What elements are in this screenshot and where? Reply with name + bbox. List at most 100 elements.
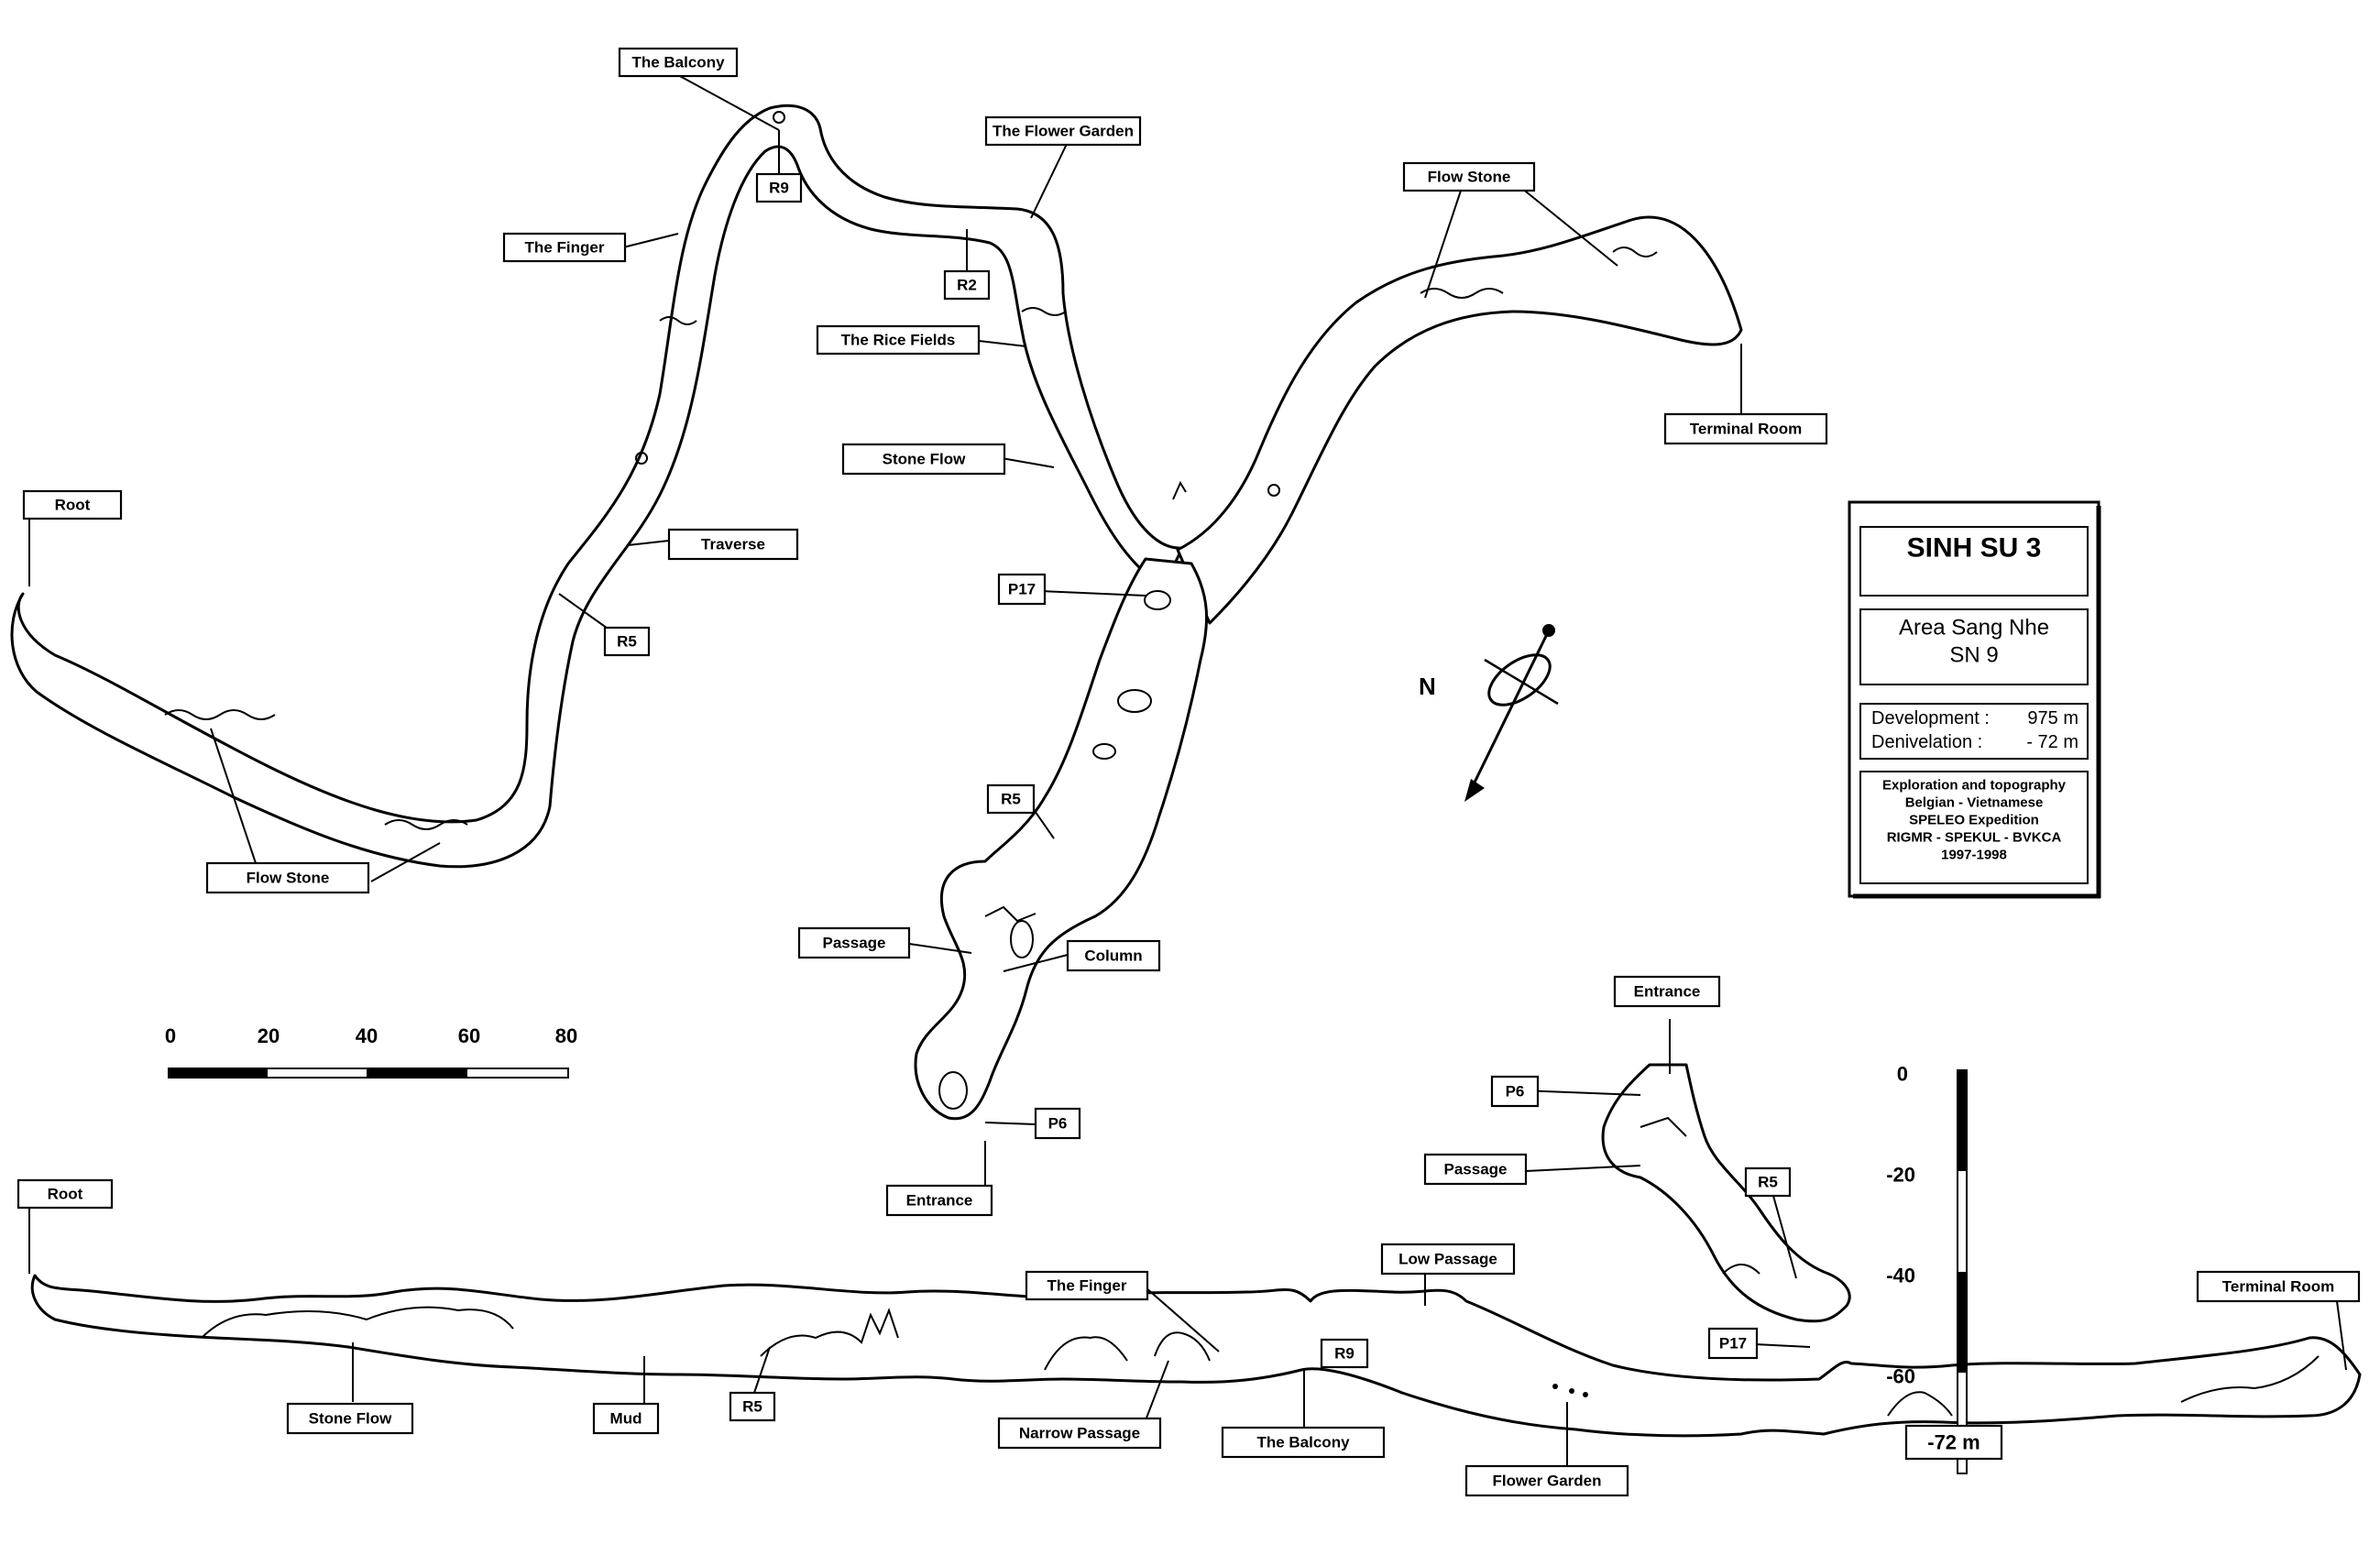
plan-label-r2: R2 (943, 269, 991, 301)
profile-view (30, 1063, 2362, 1438)
svg-text:Low Passage: Low Passage (1398, 1251, 1497, 1268)
depth-scale: 0 -20 -40 -60 -72 m (1886, 1063, 2003, 1474)
plan-label-r5-west: R5 (603, 626, 651, 657)
svg-text:Root: Root (55, 497, 91, 514)
profile-label-root: Root (16, 1178, 114, 1210)
profile-label-p17: P17 (1707, 1327, 1759, 1360)
svg-text:Entrance: Entrance (1634, 983, 1701, 1001)
plan-label-the-rice-fields: The Rice Fields (816, 324, 981, 356)
denivelation-label: Denivelation : (1871, 732, 1982, 752)
svg-text:The Finger: The Finger (1047, 1277, 1127, 1295)
svg-text:R5: R5 (742, 1398, 762, 1416)
depth-tick-40: -40 (1886, 1265, 1915, 1287)
plan-label-passage: Passage (797, 926, 911, 959)
credit-line-3: SPELEO Expedition (1909, 813, 2039, 828)
svg-text:R5: R5 (617, 633, 637, 651)
info-box: SINH SU 3 Area Sang Nhe SN 9 Development… (1848, 500, 2101, 899)
svg-text:Passage: Passage (823, 935, 886, 952)
plan-label-the-finger: The Finger (502, 232, 627, 263)
profile-label-the-balcony: The Balcony (1221, 1426, 1386, 1459)
plan-label-root: Root (22, 489, 123, 520)
scale-tick-80: 80 (555, 1024, 577, 1047)
scale-bar: 0 20 40 60 80 (165, 1024, 577, 1079)
svg-text:The Balcony: The Balcony (631, 54, 725, 71)
profile-label-stone-flow: Stone Flow (286, 1402, 414, 1435)
plan-leaders (28, 74, 1742, 1200)
svg-text:Stone Flow: Stone Flow (309, 1410, 392, 1428)
plan-details (164, 111, 1658, 1110)
plan-label-traverse: Traverse (667, 528, 799, 561)
scale-tick-40: 40 (356, 1024, 378, 1047)
svg-text:Flow Stone: Flow Stone (1428, 169, 1511, 186)
svg-text:Traverse: Traverse (701, 536, 765, 553)
plan-west-passage (10, 104, 1184, 869)
plan-label-column: Column (1066, 939, 1161, 972)
profile-label-r9: R9 (1320, 1338, 1369, 1369)
profile-label-flower-garden: Flower Garden (1464, 1464, 1629, 1497)
profile-details (201, 1116, 2320, 1417)
svg-text:P17: P17 (1008, 581, 1036, 598)
north-label: N (1419, 673, 1436, 700)
svg-text:The Balcony: The Balcony (1256, 1434, 1350, 1451)
info-area: Area Sang Nhe (1899, 616, 2049, 641)
svg-text:Terminal Room: Terminal Room (2222, 1278, 2334, 1296)
profile-main-passage (30, 1274, 2362, 1438)
plan-label-stone-flow: Stone Flow (841, 443, 1006, 476)
plan-label-entrance: Entrance (885, 1184, 993, 1217)
scale-tick-0: 0 (165, 1024, 176, 1047)
svg-text:P6: P6 (1048, 1115, 1068, 1133)
svg-text:R5: R5 (1758, 1174, 1778, 1191)
svg-text:Narrow Passage: Narrow Passage (1019, 1425, 1140, 1442)
svg-text:P6: P6 (1506, 1083, 1525, 1101)
profile-label-low-passage: Low Passage (1380, 1243, 1516, 1276)
scale-tick-60: 60 (458, 1024, 480, 1047)
profile-label-r5-lower: R5 (1744, 1166, 1792, 1198)
plan-east-passage (1176, 215, 1743, 625)
development-label: Development : (1871, 708, 1990, 728)
depth-tick-20: -20 (1886, 1164, 1915, 1187)
plan-label-p17: P17 (997, 573, 1047, 606)
plan-label-terminal-room: Terminal Room (1663, 412, 1828, 445)
profile-label-passage: Passage (1423, 1153, 1528, 1186)
svg-text:Stone Flow: Stone Flow (883, 451, 966, 468)
svg-text:Passage: Passage (1444, 1161, 1508, 1178)
depth-tick-0: 0 (1897, 1063, 1908, 1086)
svg-text:The Finger: The Finger (525, 239, 605, 257)
profile-label-terminal-room: Terminal Room (2196, 1270, 2361, 1303)
denivelation-value: - 72 m (2026, 732, 2078, 752)
info-title: SINH SU 3 (1907, 533, 2042, 564)
svg-text:R9: R9 (769, 180, 789, 197)
svg-text:Mud: Mud (610, 1410, 642, 1428)
svg-text:P17: P17 (1719, 1335, 1747, 1352)
svg-text:Flow Stone: Flow Stone (247, 870, 330, 887)
credit-line-1: Exploration and topography (1882, 778, 2067, 794)
svg-text:R2: R2 (957, 277, 977, 294)
plan-label-r9: R9 (755, 172, 803, 203)
credit-line-2: Belgian - Vietnamese (1905, 795, 2044, 811)
profile-label-narrow-passage: Narrow Passage (997, 1417, 1162, 1450)
plan-label-the-flower-garden: The Flower Garden (984, 115, 1142, 147)
profile-leaders (28, 1019, 2347, 1473)
info-code: SN 9 (1949, 643, 1998, 668)
svg-text:-72 m: -72 m (1927, 1431, 1980, 1454)
max-depth-label: -72 m (1904, 1424, 2003, 1461)
scale-tick-20: 20 (258, 1024, 280, 1047)
plan-label-flow-stone-west: Flow Stone (205, 861, 370, 894)
svg-text:The Flower Garden: The Flower Garden (993, 123, 1134, 140)
plan-view (10, 104, 1743, 1121)
svg-text:Entrance: Entrance (906, 1192, 973, 1210)
credit-line-4: RIGMR - SPEKUL - BVKCA (1887, 830, 2062, 846)
profile-label-p6: P6 (1490, 1075, 1540, 1108)
plan-label-r5-central: R5 (986, 783, 1036, 815)
svg-text:The Rice Fields: The Rice Fields (841, 332, 956, 349)
svg-text:Flower Garden: Flower Garden (1492, 1473, 1601, 1490)
profile-label-the-finger: The Finger (1025, 1270, 1149, 1301)
svg-text:R5: R5 (1001, 791, 1021, 808)
profile-label-mud: Mud (592, 1402, 660, 1435)
profile-label-r5: R5 (729, 1391, 776, 1422)
svg-text:R9: R9 (1334, 1345, 1355, 1363)
plan-south-passage (914, 557, 1208, 1121)
svg-text:Terminal Room: Terminal Room (1690, 421, 1802, 438)
svg-text:Root: Root (48, 1186, 83, 1203)
